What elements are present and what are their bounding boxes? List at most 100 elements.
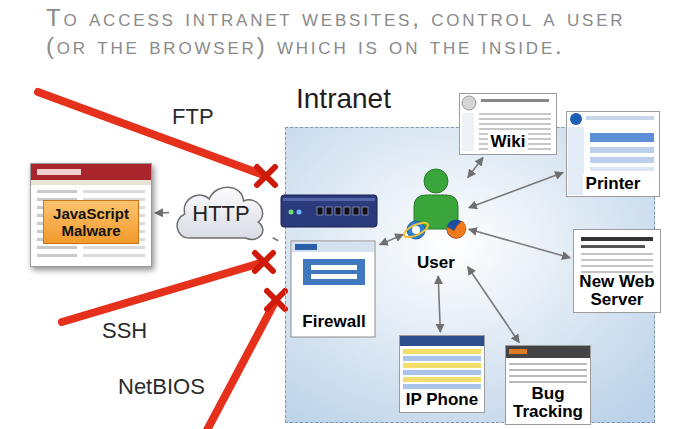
login-field — [311, 274, 357, 279]
table-row — [403, 363, 481, 368]
device-body — [281, 195, 377, 227]
link-arrow — [469, 173, 563, 208]
browser-logo — [447, 220, 466, 239]
table-row — [403, 349, 481, 354]
table-row — [403, 370, 481, 375]
screenshot-frame — [400, 336, 485, 413]
page-header-mark — [37, 169, 81, 175]
block-cross — [257, 167, 275, 185]
node-label: Firewall — [299, 313, 368, 332]
page-heading — [581, 245, 645, 248]
text-line — [479, 123, 551, 125]
user-body — [414, 195, 458, 229]
page-heading — [581, 237, 653, 241]
browser-logo — [407, 221, 425, 239]
block-cross — [255, 253, 273, 271]
site-screenshot: New Web Server — [573, 229, 661, 313]
text-line — [83, 246, 145, 249]
protocol-cloud: HTTP — [172, 178, 270, 244]
table-row — [403, 377, 481, 382]
text-line — [509, 375, 587, 377]
page-header — [31, 164, 151, 180]
text-line — [581, 259, 653, 261]
text-line — [509, 363, 587, 365]
protocol-label-block: FTP — [172, 104, 214, 130]
attack-arrow — [206, 300, 276, 429]
network-port — [353, 207, 359, 215]
page-header — [400, 336, 484, 346]
block-cross — [267, 291, 285, 309]
attack-arrow — [62, 262, 264, 322]
login-panel — [303, 259, 365, 285]
status-light — [297, 210, 302, 215]
node-label: HTTP — [192, 195, 249, 227]
login-screenshot — [291, 241, 375, 337]
site-logo — [509, 349, 527, 354]
title-block: To access intranet websites, control a u… — [46, 4, 646, 59]
status-light — [289, 210, 294, 215]
screenshot-frame — [460, 94, 557, 155]
device-edge — [283, 198, 375, 201]
table-row — [403, 384, 481, 389]
text-line — [37, 190, 77, 193]
text-line — [509, 369, 587, 371]
firewall-device: Firewall — [281, 195, 377, 339]
node-label: IP Phone — [403, 391, 481, 410]
malware-page: JavaScript Malware — [30, 163, 152, 267]
text-line — [83, 254, 145, 257]
protocol-label: SSH — [102, 318, 147, 344]
network-port — [326, 207, 332, 215]
node-label: New Web Server — [575, 273, 659, 310]
status-row — [590, 157, 654, 163]
protocol-label: FTP — [172, 104, 214, 130]
page-nav — [31, 180, 151, 185]
network-port — [335, 207, 341, 215]
page-heading — [586, 116, 654, 120]
link-arrow — [468, 267, 519, 343]
link-arrow — [468, 157, 483, 177]
site-logo — [570, 113, 582, 125]
side-nav — [568, 127, 584, 195]
link-arrow — [438, 276, 440, 332]
status-row — [590, 147, 654, 153]
screenshot-frame — [567, 112, 660, 197]
side-nav — [462, 113, 474, 151]
page-header — [292, 242, 374, 252]
site-screenshot: IP Phone — [399, 335, 485, 413]
page-header — [506, 346, 590, 358]
page-logo — [295, 244, 317, 250]
site-screenshot: Printer — [566, 111, 660, 197]
node-label: User — [417, 254, 455, 273]
network-port — [362, 207, 368, 215]
slide-title: To access intranet websites, control a u… — [46, 4, 646, 59]
site-screenshot: Wiki — [459, 93, 557, 155]
protocol-label-block: NetBIOS — [118, 374, 205, 400]
page-heading — [481, 99, 549, 102]
connector-group — [155, 157, 570, 342]
link-arrow — [273, 238, 279, 241]
login-field — [311, 265, 357, 270]
link-arrow — [155, 212, 169, 214]
link-arrow — [469, 229, 570, 258]
text-line — [581, 253, 653, 255]
protocol-label-block: SSH — [102, 318, 147, 344]
text-line — [37, 254, 77, 257]
status-bar — [590, 133, 654, 142]
node-label: Printer — [583, 175, 644, 194]
user-head — [424, 169, 448, 193]
screenshot-frame — [506, 346, 591, 425]
browser-logo — [412, 226, 420, 234]
network-port — [344, 207, 350, 215]
cloud-outline — [177, 187, 263, 239]
user-icon: User — [406, 167, 466, 273]
link-arrow — [380, 234, 404, 244]
network-port — [317, 207, 323, 215]
intranet-zone: FirewallUserWikiPrinterNew Web ServerIP … — [285, 127, 655, 423]
node-label: JavaScript Malware — [43, 200, 139, 245]
table-row — [403, 356, 481, 361]
status-row — [590, 167, 654, 171]
text-line — [509, 381, 587, 383]
text-line — [479, 113, 551, 115]
